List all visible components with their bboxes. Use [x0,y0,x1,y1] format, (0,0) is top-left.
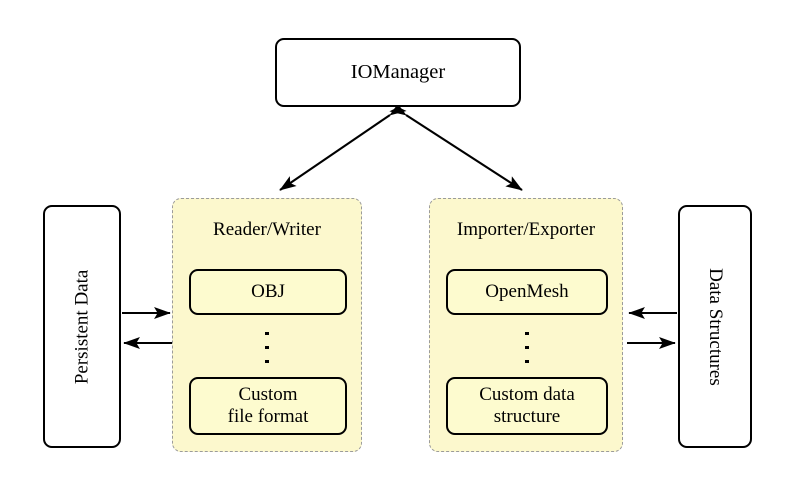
group-importer-exporter-title: Importer/Exporter [456,219,596,240]
custom-file-format-label-line1: Custom [238,384,298,406]
custom-file-format-label-line2: file format [227,406,309,427]
group-reader-writer[interactable]: Reader/Writer OBJ Custom file format [172,198,362,452]
node-persistent-data[interactable]: Persistent Data [43,205,121,448]
node-custom-file-format[interactable]: Custom file format [189,377,347,435]
group-reader-writer-title: Reader/Writer [213,219,321,240]
custom-data-structure-label-line2: structure [493,406,561,427]
node-data-structures[interactable]: Data Structures [678,205,752,448]
obj-label: OBJ [251,281,285,303]
node-iomanager[interactable]: IOManager [275,38,521,107]
openmesh-label: OpenMesh [485,281,569,303]
node-obj[interactable]: OBJ [189,269,347,315]
arrow-manager-reader-writer [279,101,407,191]
iomanager-label: IOManager [350,60,446,83]
node-custom-data-structure[interactable]: Custom data structure [446,377,608,435]
arrow-manager-importer-exporter [389,101,523,191]
persistent-data-label: Persistent Data [71,269,93,384]
custom-data-structure-label-line1: Custom data [479,384,575,406]
importer-exporter-ellipsis-icon [524,332,530,363]
group-importer-exporter[interactable]: Importer/Exporter OpenMesh Custom data s… [429,198,623,452]
node-openmesh[interactable]: OpenMesh [446,269,608,315]
reader-writer-ellipsis-icon [264,332,270,363]
data-structures-label: Data Structures [704,267,726,386]
